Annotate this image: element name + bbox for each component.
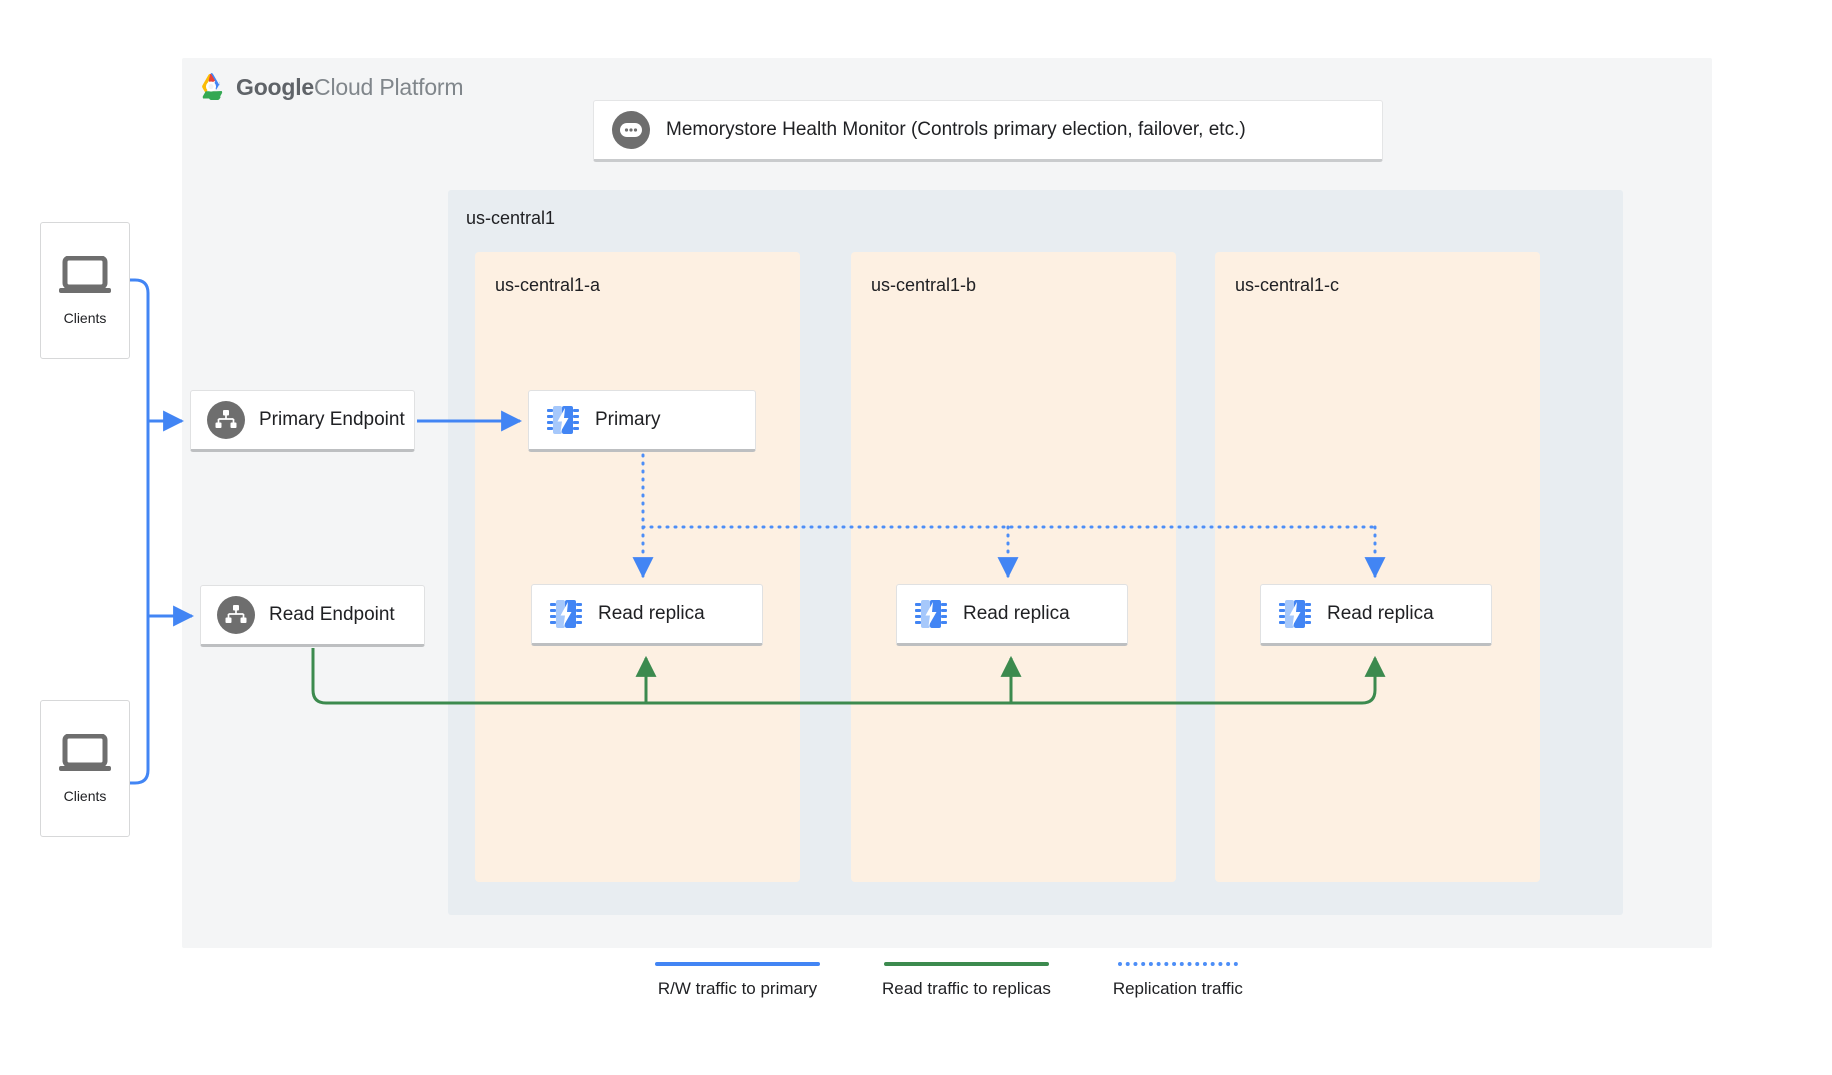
health-monitor-card[interactable]: Memorystore Health Monitor (Controls pri… bbox=[593, 100, 1383, 162]
health-monitor-label: Memorystore Health Monitor (Controls pri… bbox=[666, 119, 1246, 140]
primary-endpoint-card[interactable]: Primary Endpoint bbox=[190, 390, 415, 452]
legend-swatch-replication bbox=[1117, 962, 1238, 966]
memorystore-chip-icon bbox=[915, 600, 947, 628]
read-replica-card-a[interactable]: Read replica bbox=[531, 584, 763, 646]
zone-label: us-central1-b bbox=[871, 275, 977, 295]
gcp-brand-light: Cloud Platform bbox=[314, 73, 464, 100]
zone-label: us-central1-a bbox=[495, 275, 601, 295]
legend-item-replication-traffic: Replication traffic bbox=[1113, 962, 1243, 999]
gcp-wordmark: GoogleCloud Platform bbox=[236, 73, 464, 101]
legend-swatch-rw bbox=[655, 962, 820, 966]
region-label: us-central1 bbox=[466, 208, 556, 228]
laptop-icon bbox=[59, 733, 111, 771]
zone-us-central1-b: us-central1-b bbox=[851, 252, 1176, 882]
clients-label: Clients bbox=[63, 787, 107, 804]
read-replica-label: Read replica bbox=[963, 603, 1070, 624]
legend-label-read: Read traffic to replicas bbox=[882, 979, 1051, 998]
read-replica-label: Read replica bbox=[1327, 603, 1434, 624]
laptop-icon bbox=[59, 255, 111, 293]
memorystore-chip-icon bbox=[550, 600, 582, 628]
read-endpoint-card[interactable]: Read Endpoint bbox=[200, 585, 425, 647]
primary-instance-label: Primary bbox=[595, 409, 661, 430]
memorystore-chip-icon bbox=[547, 406, 579, 434]
legend-item-rw-traffic: R/W traffic to primary bbox=[655, 962, 820, 999]
clients-box-bottom[interactable]: Clients bbox=[40, 700, 130, 837]
legend-label-replication: Replication traffic bbox=[1112, 979, 1243, 998]
clients-label: Clients bbox=[63, 309, 107, 326]
gcp-hexagon-logo bbox=[202, 73, 223, 101]
monitor-dots-icon bbox=[612, 111, 650, 149]
clients-box-top[interactable]: Clients bbox=[40, 222, 130, 359]
network-hierarchy-icon bbox=[207, 401, 245, 439]
gcp-brand: GoogleCloud Platform bbox=[196, 72, 464, 102]
primary-instance-card[interactable]: Primary bbox=[528, 390, 756, 452]
zone-us-central1-c: us-central1-c bbox=[1215, 252, 1540, 882]
read-replica-card-b[interactable]: Read replica bbox=[896, 584, 1128, 646]
read-replica-card-c[interactable]: Read replica bbox=[1260, 584, 1492, 646]
zone-label: us-central1-c bbox=[1235, 275, 1340, 295]
primary-endpoint-label: Primary Endpoint bbox=[259, 409, 405, 430]
gcp-brand-bold: Google bbox=[236, 73, 315, 100]
legend: R/W traffic to primary Read traffic to r… bbox=[655, 962, 1243, 999]
memorystore-chip-icon bbox=[1279, 600, 1311, 628]
legend-swatch-read bbox=[883, 962, 1049, 966]
read-replica-label: Read replica bbox=[598, 603, 705, 624]
read-endpoint-label: Read Endpoint bbox=[269, 604, 395, 625]
legend-item-read-traffic: Read traffic to replicas bbox=[882, 962, 1051, 999]
network-hierarchy-icon bbox=[217, 596, 255, 634]
zone-us-central1-a: us-central1-a bbox=[475, 252, 800, 882]
legend-label-rw: R/W traffic to primary bbox=[657, 979, 818, 998]
